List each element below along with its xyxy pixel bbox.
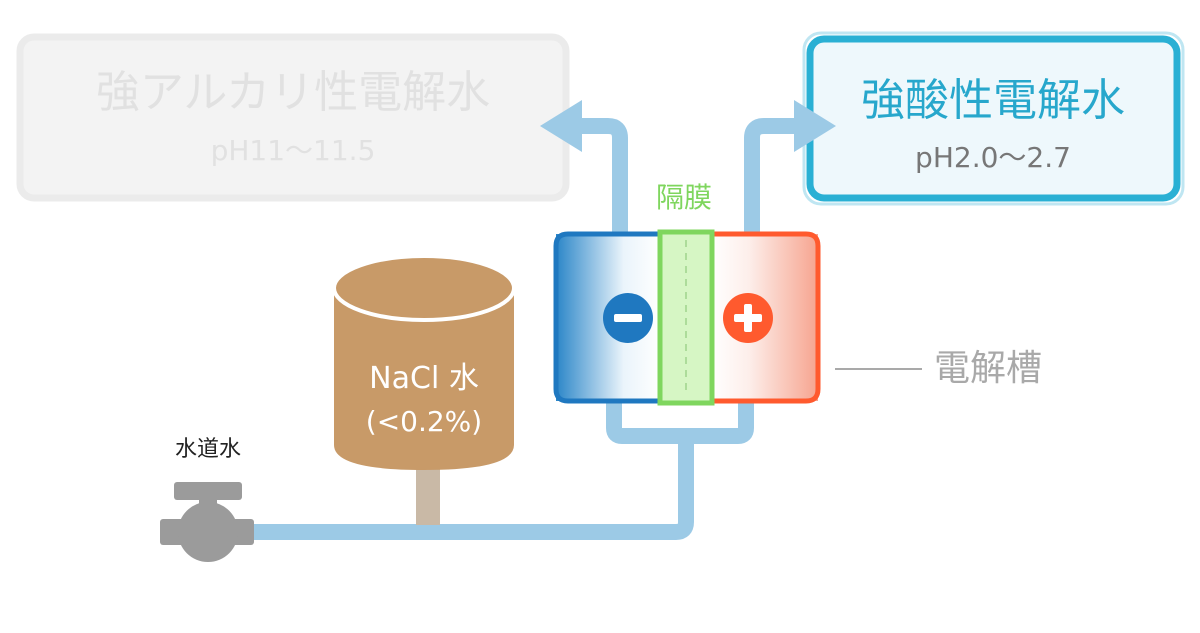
acidic-ph: pH2.0〜2.7 (915, 141, 1071, 174)
tap-water-label: 水道水 (175, 437, 241, 462)
acid-outlet-arrowhead (794, 100, 836, 152)
tank-concentration: (<0.2%) (366, 405, 482, 438)
alkaline-title: 強アルカリ性電解水 (96, 67, 490, 118)
faucet-valve (178, 502, 238, 562)
alkaline-outlet-pipe (570, 118, 628, 243)
minus-icon (603, 293, 653, 343)
plus-icon (723, 293, 773, 343)
cell-label: 電解槽 (934, 348, 1042, 389)
electrolysis-cell (553, 229, 821, 406)
main-inlet-pipe (242, 432, 694, 540)
anode-chamber-border (712, 231, 821, 404)
alkaline-water-box: 強アルカリ性電解水 pH11〜11.5 (16, 33, 570, 202)
acidic-title: 強酸性電解水 (861, 75, 1125, 126)
faucet-handle (174, 482, 242, 500)
tank-body (334, 288, 514, 470)
faucet-icon (160, 482, 254, 562)
alkaline-ph: pH11〜11.5 (211, 134, 376, 167)
nacl-tank: NaCl 水 (<0.2%) (332, 254, 516, 525)
alkaline-outlet-arrowhead (540, 100, 582, 152)
acid-outlet-pipe (744, 118, 804, 243)
membrane-label: 隔膜 (656, 181, 712, 214)
water-pipes (242, 118, 804, 540)
tank-name: NaCl 水 (369, 361, 479, 396)
tank-top (332, 254, 516, 322)
acidic-water-box: 強酸性電解水 pH2.0〜2.7 (802, 31, 1185, 206)
cathode-chamber-border (553, 231, 660, 404)
